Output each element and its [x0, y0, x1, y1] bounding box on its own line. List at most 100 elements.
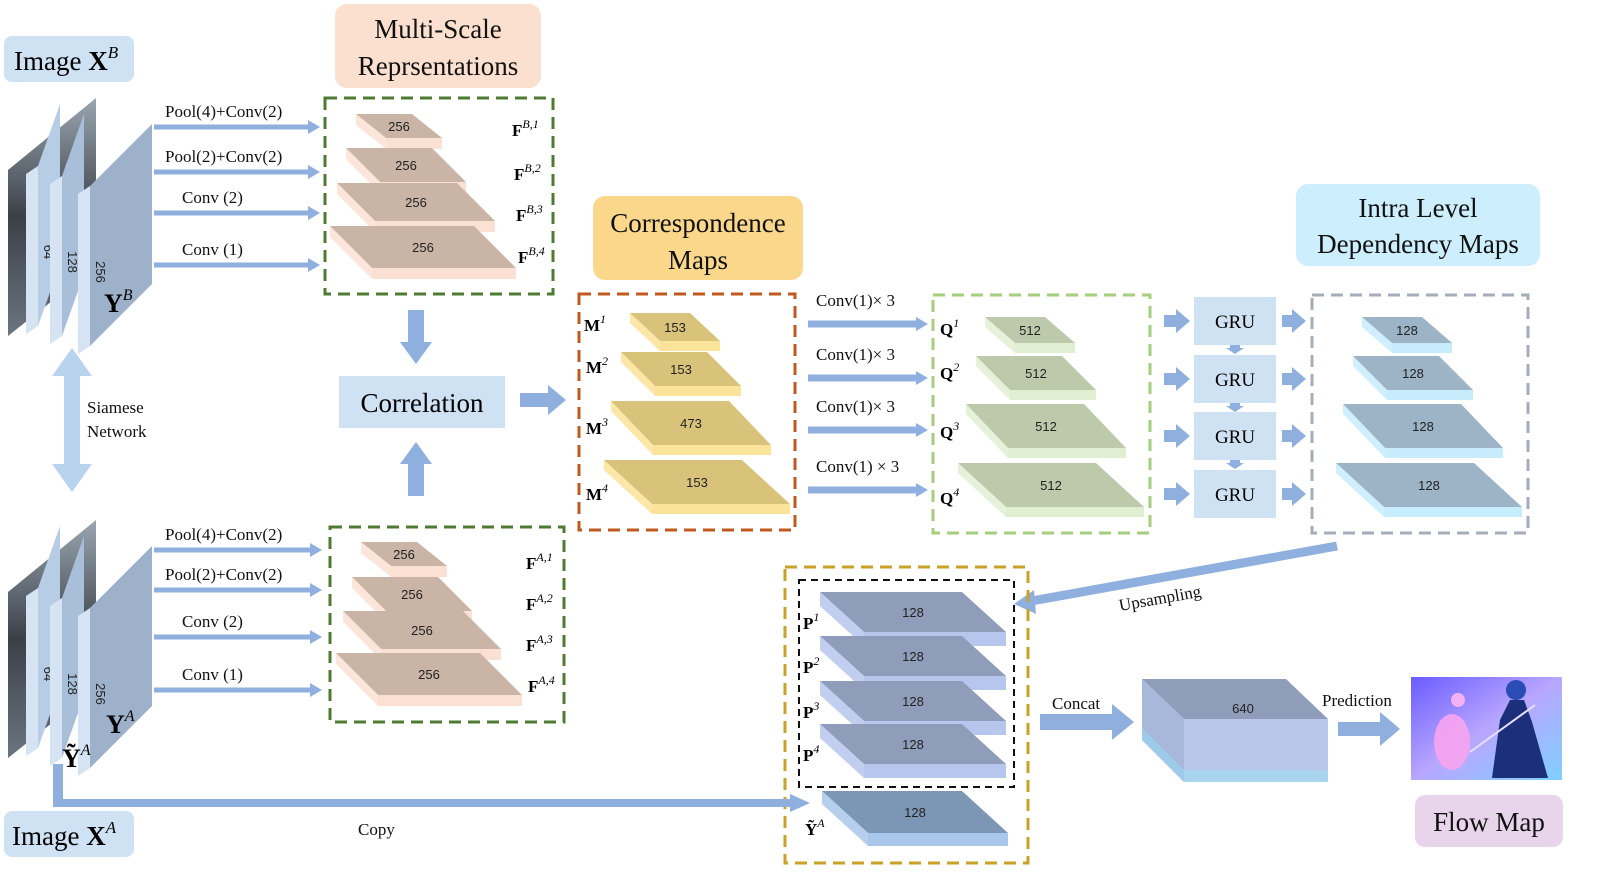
p-slab-0-value: 128: [902, 605, 924, 620]
gru-in-arrow-2: [1164, 424, 1190, 448]
p-slab-3: 128: [820, 724, 1006, 778]
feat-a-slab-0-value: 256: [393, 547, 415, 562]
op-b-arrow-1-head: [308, 165, 320, 179]
p-label-0: P1: [803, 610, 819, 633]
backbone-b-layer-face-2: [90, 124, 152, 346]
gru-out-arrow-3: [1282, 482, 1306, 506]
correspondence-line1: Correspondence: [610, 208, 785, 238]
gru-down-arrow-0: [1226, 345, 1244, 354]
intra-level-label: Intra Level Dependency Maps: [1296, 184, 1540, 266]
q-slab-3-value: 512: [1040, 478, 1062, 493]
concat-arrow: [1040, 704, 1134, 740]
q-slab-0-value: 512: [1019, 323, 1041, 338]
gru-in-arrow-1: [1164, 367, 1190, 391]
p-maps-outer-frame: [783, 565, 1030, 865]
corr-slab-1-value: 153: [670, 362, 692, 377]
feat-b-label-3: FB,4: [518, 244, 545, 267]
gru-box-1: [1194, 355, 1276, 403]
dep-slab-1: 128: [1353, 356, 1473, 400]
siamese-line1: Siamese: [87, 398, 144, 417]
flow-map-image: [1411, 677, 1562, 780]
image-xa-prefix: Image: [12, 821, 86, 851]
concat-block-value: 640: [1232, 701, 1254, 716]
gru-out-arrow-2: [1282, 424, 1306, 448]
feat-b-slab-1-value: 256: [395, 158, 417, 173]
q-slab-2: 512: [966, 404, 1126, 458]
p-slab-2-value: 128: [902, 694, 924, 709]
corr-slab-2-value: 473: [680, 416, 702, 431]
q-op-label-3: Conv(1) × 3: [816, 457, 899, 476]
dep-slab-3: 128: [1336, 463, 1522, 517]
q-slab-1-value: 512: [1025, 366, 1047, 381]
image-xa-var: X: [86, 821, 106, 851]
q-label-3: Q4: [940, 485, 959, 508]
image-xb-prefix: Image: [14, 46, 88, 76]
gru-label-3: GRU: [1215, 485, 1255, 506]
op-b-label-2: Conv (2): [182, 188, 243, 207]
copy-arrowhead: [790, 794, 810, 812]
ytilde-slab: 128: [822, 791, 1008, 846]
feat-b-label-0: FB,1: [512, 117, 539, 140]
flow-map-label: Flow Map: [1415, 795, 1563, 847]
q-label-2: Q3: [940, 419, 959, 442]
q-slab-0: 512: [985, 317, 1075, 353]
feat-b-label-1: FB,2: [514, 161, 541, 184]
prediction-arrow: [1338, 712, 1400, 746]
backbone-b-channel-2: 256: [93, 261, 108, 283]
corr-slab-0-value: 153: [664, 320, 686, 335]
corr-slab-0: 153: [630, 313, 720, 351]
correlation-block: Correlation: [339, 376, 505, 428]
p-slab-0: 128: [820, 592, 1006, 646]
upsampling-arrowhead: [1014, 590, 1036, 614]
gru-label-2: GRU: [1215, 427, 1255, 448]
intra-line2: Dependency Maps: [1317, 229, 1519, 259]
gru-box-3: [1194, 470, 1276, 518]
dep-maps-frame: [1310, 293, 1530, 535]
corr-maps-frame: [577, 292, 797, 532]
arrow-correlation-to-maps: [520, 385, 566, 415]
q-label-1: Q2: [940, 360, 959, 383]
feat-a-slab-3: 256: [336, 653, 522, 706]
gru-out-arrow-0: [1282, 309, 1306, 333]
dep-slab-2-value: 128: [1412, 419, 1434, 434]
p-label-3: P4: [803, 742, 819, 765]
feat-a-slab-2: 256: [343, 611, 501, 660]
backbone-a-channel-2: 256: [93, 683, 108, 705]
feat-a-slab-2-value: 256: [411, 623, 433, 638]
gru-down-arrow-1: [1226, 403, 1244, 412]
correlation-text: Correlation: [361, 388, 484, 418]
ytilde-block-label: ỸA: [805, 816, 825, 839]
feat-a-slab-3-value: 256: [418, 667, 440, 682]
feat-b-slab-2-value: 256: [405, 195, 427, 210]
feat-a-frame: [328, 525, 566, 724]
feat-a-slab-0: 256: [361, 542, 447, 577]
p-label-1: P2: [803, 654, 819, 677]
op-a-label-3: Conv (1): [182, 665, 243, 684]
q-op-arrow-0-head: [916, 317, 928, 331]
feat-b-slab-0: 256: [356, 114, 442, 149]
q-slab-1: 512: [976, 356, 1096, 400]
feat-a-label-2: FA,3: [526, 632, 553, 655]
backbone-b-channel-1: 128: [65, 251, 80, 273]
gru-box-0: [1194, 297, 1276, 345]
q-label-0: Q1: [940, 316, 959, 339]
op-a-label-2: Conv (2): [182, 612, 243, 631]
dep-slab-0: 128: [1362, 317, 1452, 353]
gru-label-1: GRU: [1215, 370, 1255, 391]
q-op-arrow-3-head: [916, 483, 928, 497]
multi-scale-line2: Reprsentations: [358, 51, 518, 81]
ya-label: YA: [106, 708, 135, 739]
corr-slab-1: 153: [621, 352, 741, 396]
p-label-2: P3: [803, 699, 819, 722]
op-a-arrow-3-head: [310, 683, 322, 697]
siamese-line2: Network: [87, 422, 147, 441]
copy-text: Copy: [358, 820, 395, 839]
